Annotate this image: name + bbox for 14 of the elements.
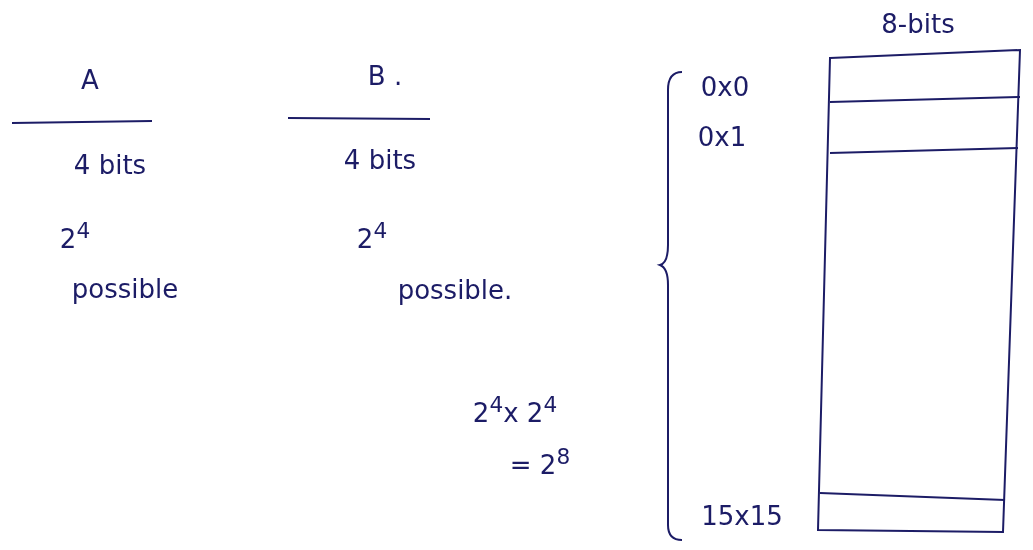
variable-label: A xyxy=(81,65,99,95)
count-formula: 2$^{4}$ xyxy=(59,218,91,254)
dimension-label: 8-bits xyxy=(881,9,955,39)
bit-width-label: 4 bits xyxy=(343,145,417,175)
row-label: 15x15 xyxy=(701,501,783,531)
variable-label: B . xyxy=(367,61,403,91)
count-formula: 2$^{4}$ xyxy=(356,218,388,254)
row-label: 0x0 xyxy=(700,72,750,102)
bit-width-label: 4 bits xyxy=(73,150,147,180)
product-formula: 2$^{4}$x 2$^{4}$ xyxy=(472,392,558,428)
note-text: possible xyxy=(71,274,179,304)
note-text: possible. xyxy=(397,275,513,305)
result-formula: = 2$^{8}$ xyxy=(509,444,571,480)
row-label: 0x1 xyxy=(697,122,747,152)
